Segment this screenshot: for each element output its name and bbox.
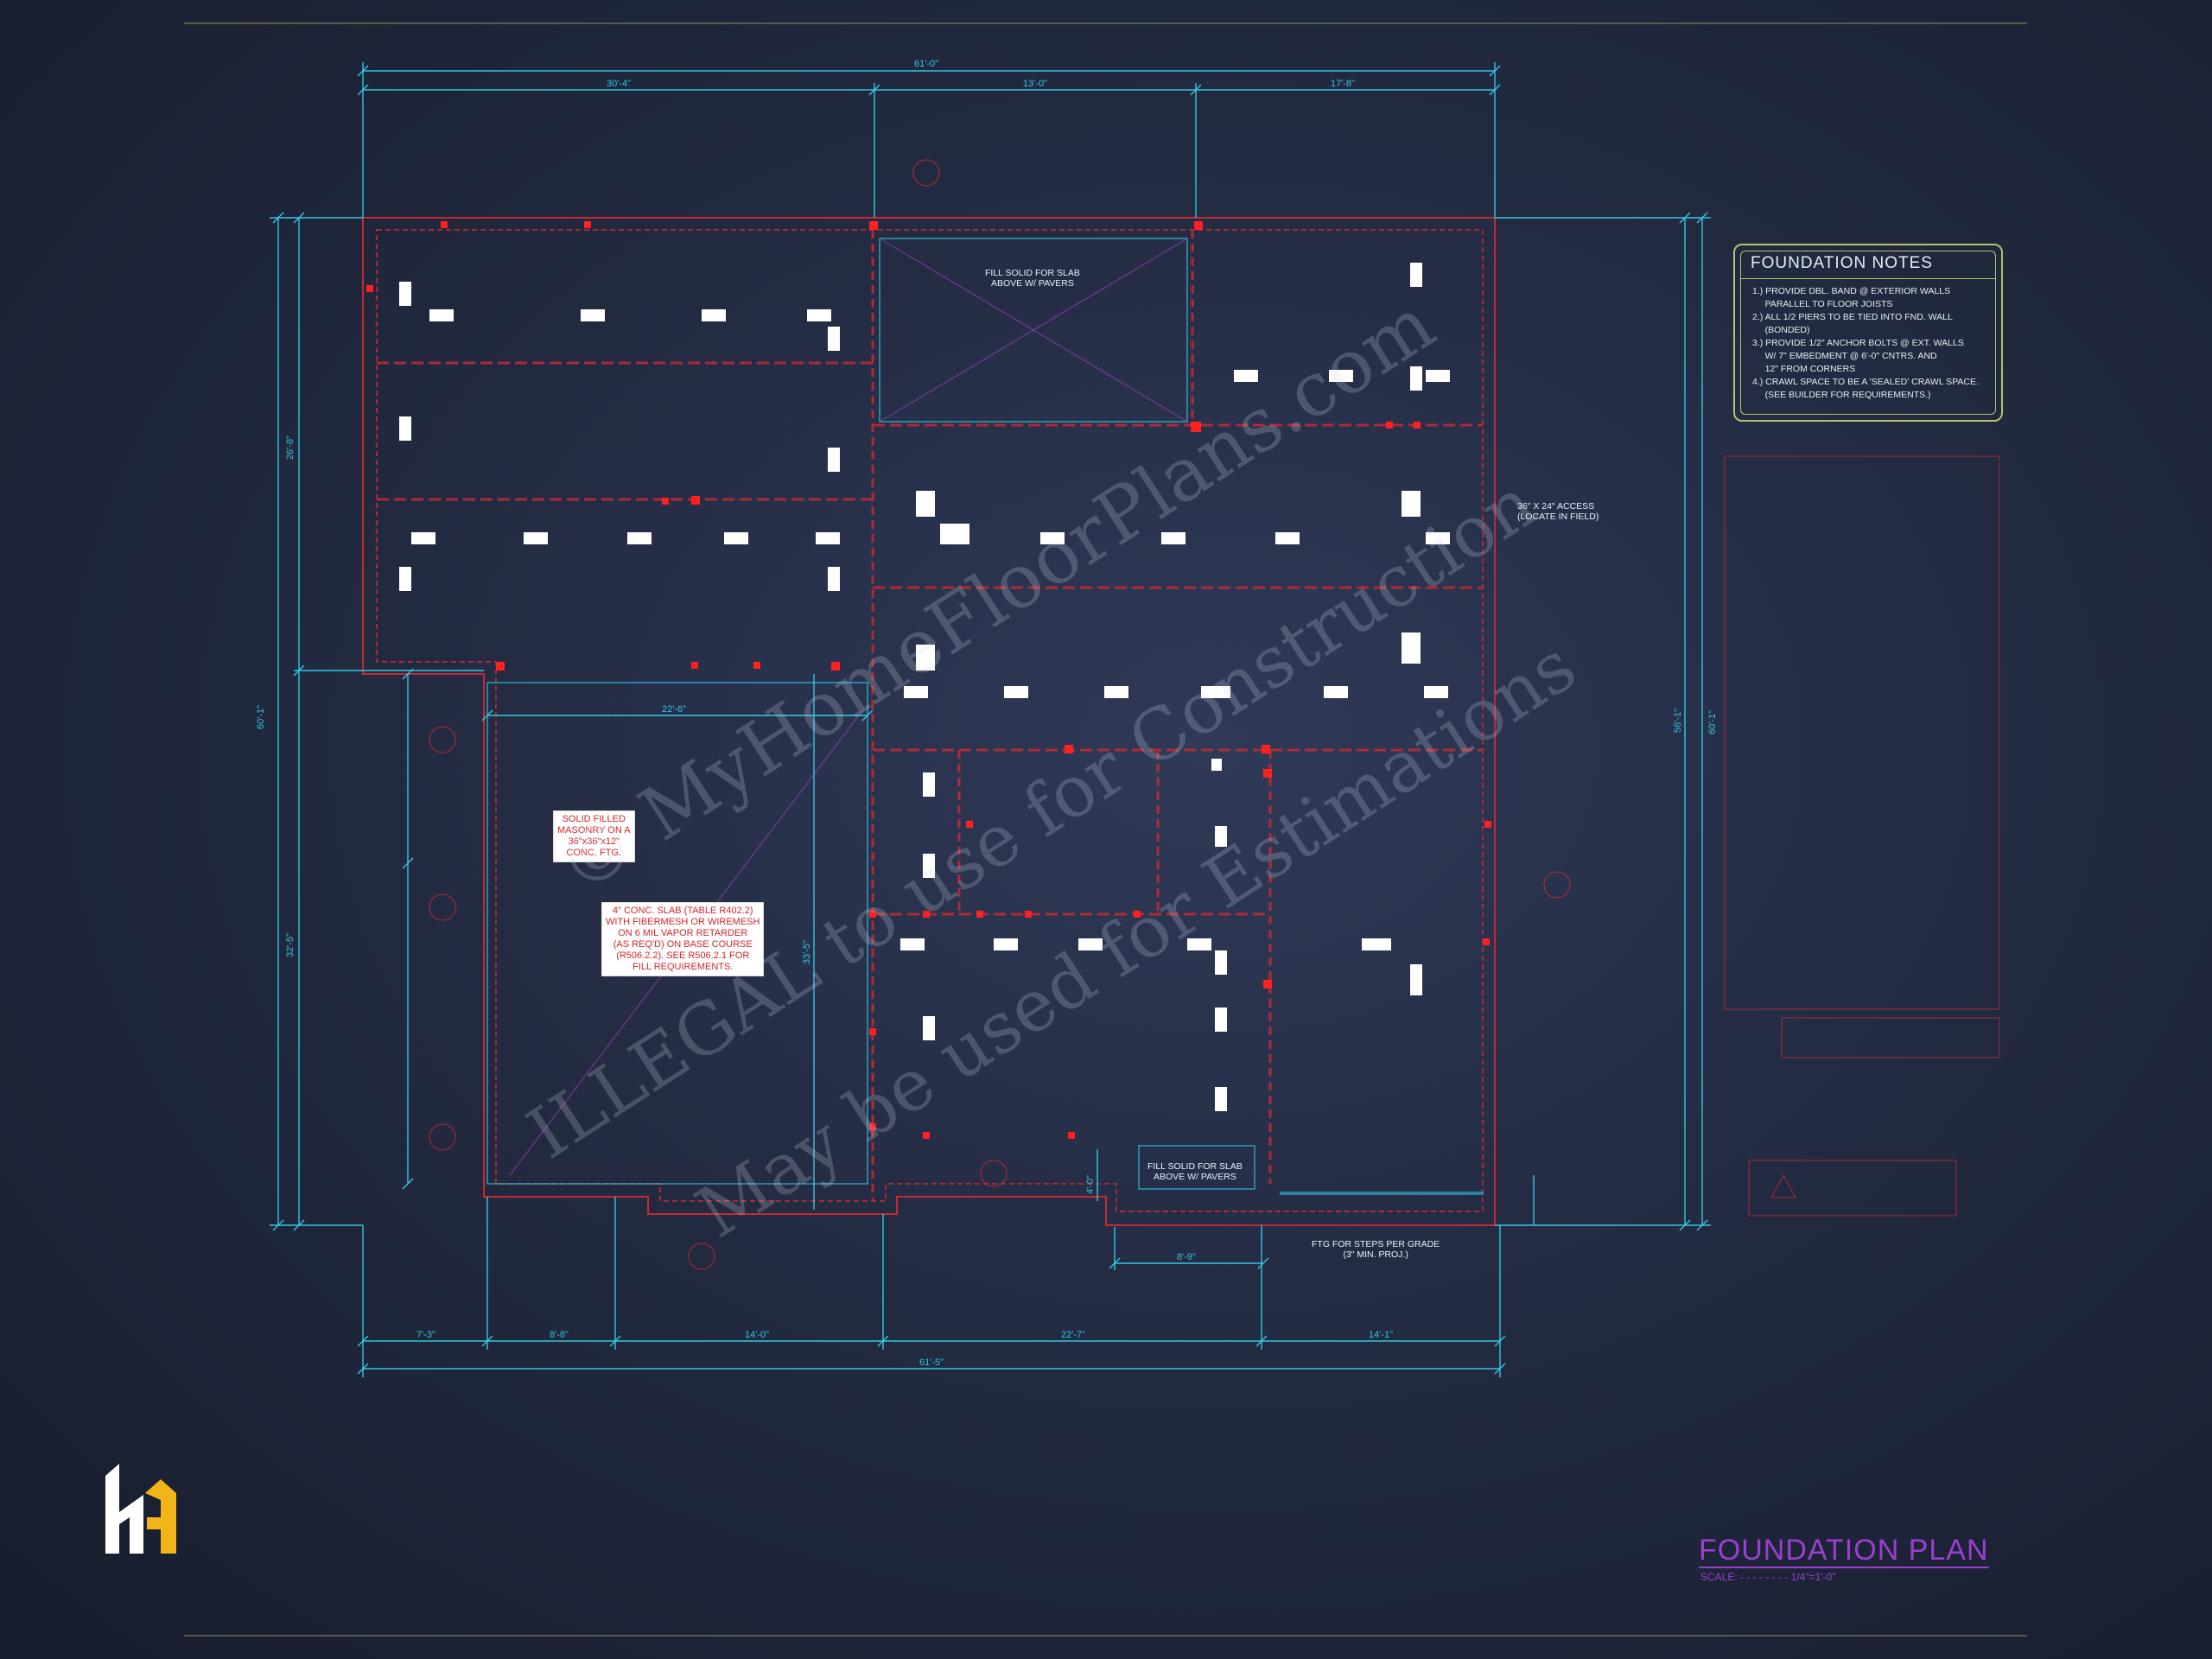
house-h-logo-icon xyxy=(105,1464,176,1554)
dim-right-1: 56'-1" xyxy=(1673,708,1683,733)
foundation-notes-list: 1.) PROVIDE DBL. BAND @ EXTERIOR WALLS P… xyxy=(1752,285,1993,402)
foundation-note-item: 4.) CRAWL SPACE TO BE A 'SEALED' CRAWL S… xyxy=(1752,377,1979,400)
dim-top-overall: 61'-0" xyxy=(914,59,939,69)
drawing-scale: SCALE: - - - - - - - - 1/4"=1'-0" xyxy=(1700,1571,1836,1583)
slab-callout: 4" CONC. SLAB (TABLE R402.2) WITH FIBERM… xyxy=(601,902,765,976)
dim-right-overall: 60'-1" xyxy=(1707,709,1718,734)
dim-porch-depth: 4'-0" xyxy=(1085,1175,1096,1194)
drawing-title: FOUNDATION PLAN xyxy=(1699,1534,1989,1568)
dim-bottom-4: 22'-7" xyxy=(1061,1330,1086,1340)
step-footing-note: FTG FOR STEPS PER GRADE (3" MIN. PROJ.) xyxy=(1312,1239,1440,1260)
dim-top-3: 17'-8" xyxy=(1331,79,1356,89)
foundation-notes-title: FOUNDATION NOTES xyxy=(1751,254,1933,272)
foundation-notes-inner-border xyxy=(1740,251,1996,415)
dim-top-1: 30'-4" xyxy=(607,79,632,89)
top-border-line xyxy=(184,22,2027,24)
dim-step-width: 8'-9" xyxy=(1177,1252,1196,1262)
foundation-note-item: 2.) ALL 1/2 PIERS TO BE TIED INTO FND. W… xyxy=(1752,312,1953,335)
foundation-note-item: 3.) PROVIDE 1/2" ANCHOR BOLTS @ EXT. WAL… xyxy=(1752,338,1964,374)
dim-bottom-5: 14'-1" xyxy=(1369,1330,1394,1340)
foundation-walls xyxy=(362,217,1496,1226)
girders xyxy=(377,230,1483,1201)
fill-solid-note-bottom: FILL SOLID FOR SLAB ABOVE W/ PAVERS xyxy=(1147,1161,1243,1182)
dim-top-2: 13'-0" xyxy=(1023,79,1048,89)
foundation-schedule-notes xyxy=(1724,455,2000,1217)
piers xyxy=(366,221,1491,1139)
section-markers xyxy=(429,159,1571,1270)
bottom-border-line xyxy=(184,1635,2027,1637)
dim-left-1: 26'-8" xyxy=(285,435,296,460)
dim-bottom-2: 8'-8" xyxy=(550,1330,569,1340)
dim-bottom-3: 14'-0" xyxy=(745,1330,770,1340)
pier-tags xyxy=(399,263,1450,1111)
crawl-access-note: 36" X 24" ACCESS (LOCATE IN FIELD) xyxy=(1517,501,1599,522)
foundation-notes-box: FOUNDATION NOTES 1.) PROVIDE DBL. BAND @… xyxy=(1733,244,2003,422)
masonry-callout: SOLID FILLED MASONRY ON A 36"x36"x12" CO… xyxy=(553,810,635,862)
dim-bottom-1: 7'-3" xyxy=(416,1330,435,1340)
fill-solid-note-top: FILL SOLID FOR SLAB ABOVE W/ PAVERS xyxy=(985,268,1080,289)
dimension-lines xyxy=(270,62,1711,1377)
foundation-note-item: 1.) PROVIDE DBL. BAND @ EXTERIOR WALLS P… xyxy=(1752,286,1951,309)
dim-slab-width: 22'-6" xyxy=(662,704,687,715)
dim-left-overall: 60'-1" xyxy=(256,704,266,729)
dim-left-2: 32'-5" xyxy=(285,932,296,957)
foundation-notes-rule xyxy=(1740,278,1996,279)
dim-bottom-overall: 61'-5" xyxy=(919,1357,944,1368)
